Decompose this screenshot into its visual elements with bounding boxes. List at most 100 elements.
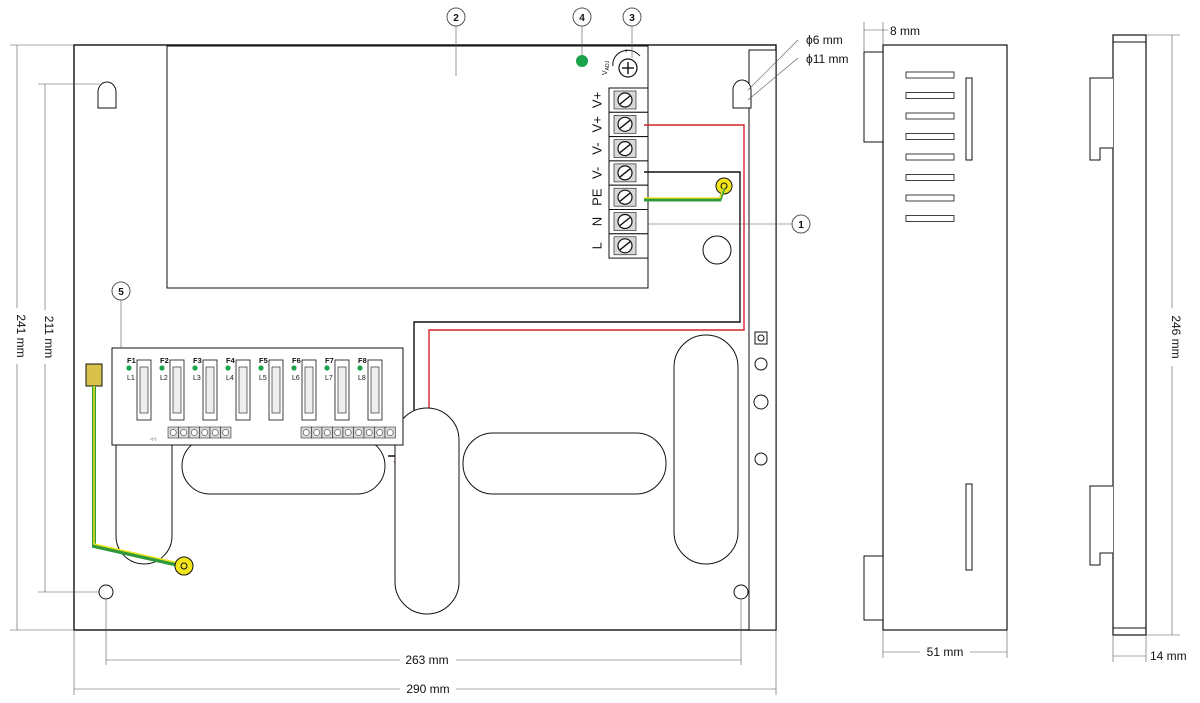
fuse-led-1 (126, 365, 132, 371)
fuse-label: F5 (259, 356, 268, 365)
wire-pe-yellow (644, 185, 725, 199)
svg-text:14 mm: 14 mm (1150, 649, 1187, 663)
fuse-label: F6 (292, 356, 301, 365)
led-label: L3 (193, 375, 201, 382)
earth-wire-yellow (93, 386, 184, 565)
side-view: 8 mm 51 mm (863, 22, 1008, 659)
dim-51: 51 mm (882, 630, 1008, 659)
side-slot-bottom (965, 483, 973, 571)
svg-text:8 mm: 8 mm (890, 24, 920, 38)
led-label: L5 (259, 375, 267, 382)
svg-text:ϕ11 mm: ϕ11 mm (806, 52, 849, 66)
led-label: L8 (358, 375, 366, 382)
callout-1: 1 (648, 214, 811, 234)
svg-text:211 mm: 211 mm (42, 316, 56, 358)
strip-hole-1 (754, 357, 768, 371)
side-body (882, 44, 1008, 631)
dim-211: 211 mm (38, 83, 100, 593)
slot-left-vertical (115, 445, 173, 565)
fuse-led-8 (357, 365, 363, 371)
svg-text:ϕ6 mm: ϕ6 mm (806, 33, 843, 47)
terminal-4 (608, 184, 649, 210)
callout-5: 5 (111, 281, 131, 348)
vent-slot (905, 92, 955, 99)
svg-text:3: 3 (629, 13, 635, 24)
rear-bracket-top (1089, 77, 1113, 161)
strip-hole-2 (753, 394, 769, 410)
terminal-label: V+ (589, 92, 604, 108)
led-label: L2 (160, 375, 168, 382)
slot-center-horizontal (462, 432, 667, 495)
led-label: L7 (325, 375, 333, 382)
callout-3: 3 (622, 7, 642, 58)
fuse-label: F8 (358, 356, 367, 365)
fuse-led-5 (258, 365, 264, 371)
svg-text:246 mm: 246 mm (1169, 315, 1183, 358)
rear-body (1112, 34, 1147, 636)
side-lid-bottom (863, 555, 884, 621)
terminal-0 (608, 87, 649, 113)
vent-slot (905, 215, 955, 222)
rear-view: 246 mm 14 mm (1089, 34, 1187, 663)
cable-gland (702, 235, 732, 265)
led-label: L6 (292, 375, 300, 382)
led-label: L4 (226, 375, 234, 382)
keyhole-right (732, 79, 752, 109)
terminal-label: V- (589, 142, 604, 154)
dim-8: 8 mm (863, 22, 920, 52)
terminal-3 (608, 160, 649, 186)
slot-left-horizontal (181, 437, 386, 495)
vent-slot (905, 174, 955, 181)
slot-right-vertical (673, 334, 739, 565)
wire-pe-green (644, 187, 726, 202)
svg-text:4: 4 (579, 13, 585, 24)
terminal-1 (608, 111, 649, 138)
fuse-label: F3 (193, 356, 202, 365)
fuse-led-4 (225, 365, 231, 371)
vent-slot (905, 194, 955, 202)
svg-text:2: 2 (453, 13, 459, 24)
terminal-block (608, 87, 649, 259)
terminal-label: V- (589, 167, 604, 179)
vent-slot (905, 112, 955, 120)
side-lid-top (863, 51, 884, 143)
svg-text:5: 5 (118, 287, 124, 298)
mount-hole-left (98, 584, 114, 600)
vadj-label: VADJ (602, 60, 611, 75)
fuse-label: F4 (226, 356, 236, 365)
vent-slot (905, 153, 955, 161)
dim-290: 290 mm (73, 630, 777, 696)
svg-text:51 mm: 51 mm (927, 645, 964, 659)
svg-text:290 mm: 290 mm (406, 682, 449, 696)
power-led (576, 55, 588, 67)
fuse-label: F2 (160, 356, 169, 365)
fuse-label: F1 (127, 356, 136, 365)
fuse-label: F7 (325, 356, 334, 365)
dim-241: 241 mm (10, 44, 74, 631)
fuse-led-3 (192, 365, 198, 371)
fuse-led-6 (291, 365, 297, 371)
terminal-5 (608, 209, 649, 235)
slot-center-vertical (394, 407, 460, 615)
mount-hole-right (733, 584, 749, 600)
callout-4: 4 (572, 7, 592, 55)
psu-module (166, 45, 649, 289)
vadj-plus: + (624, 48, 628, 55)
led-label: L1 (127, 375, 135, 382)
svg-text:263 mm: 263 mm (405, 653, 448, 667)
svg-text:241 mm: 241 mm (14, 314, 28, 357)
svg-text:=(+): =(+) (150, 437, 156, 441)
terminal-label: PE (589, 188, 604, 206)
strip-hole-3 (754, 452, 768, 466)
dim-263: 263 mm (105, 600, 742, 667)
dim-246: 246 mm (1146, 34, 1183, 636)
vadj-arrow (612, 49, 641, 67)
